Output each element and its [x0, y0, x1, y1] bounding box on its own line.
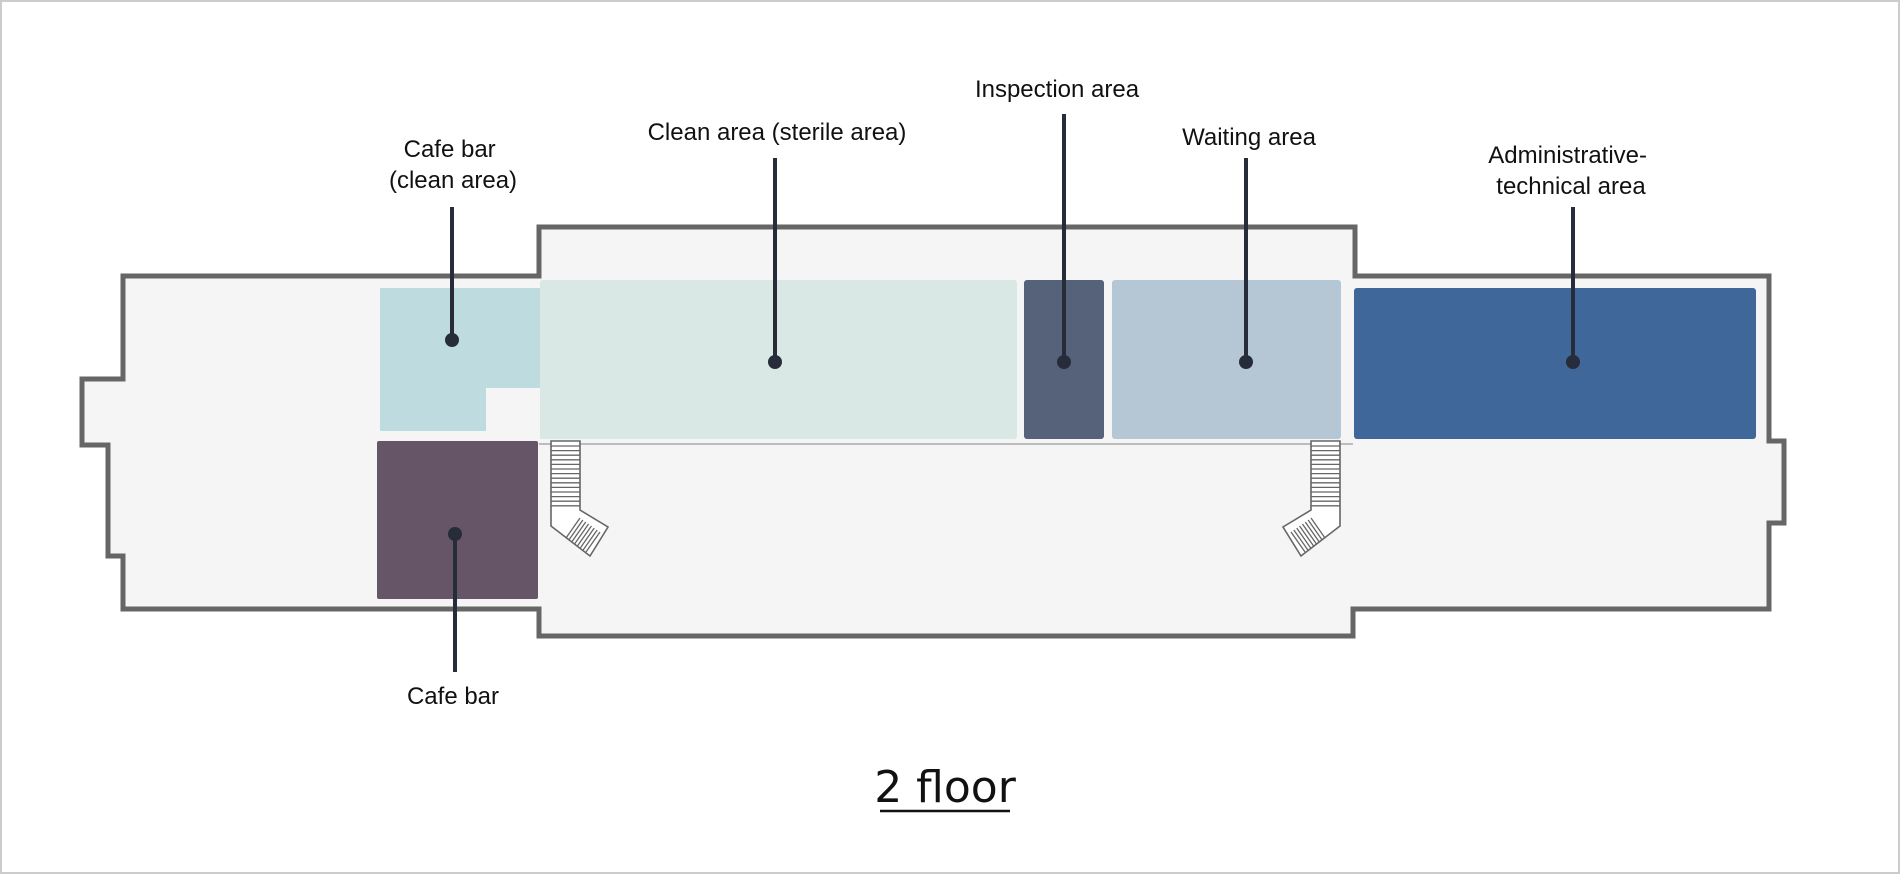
label-cafe-bar-clean: Cafe bar (clean area): [389, 136, 517, 194]
zone-cafe-bar-clean[interactable]: [380, 288, 550, 431]
zone-admin-technical-area[interactable]: [1354, 288, 1756, 439]
stair-tread: [1296, 527, 1312, 549]
stair-tread: [576, 525, 592, 547]
zone-waiting-area[interactable]: [1112, 280, 1341, 439]
zone-clean-notch: [540, 388, 578, 439]
leader-cafe-bar: [448, 527, 462, 672]
staircase-right: [1281, 440, 1341, 558]
label-clean-area: Clean area (sterile area): [648, 119, 907, 146]
stair-tread: [1304, 521, 1320, 543]
label-admin-technical-area-line-2: technical area: [1496, 173, 1646, 200]
stair-tread: [574, 523, 590, 545]
stair-tread: [582, 529, 598, 551]
stair-tread: [1290, 531, 1306, 553]
label-waiting-area-line-1: Waiting area: [1182, 124, 1316, 151]
stair-tread: [1307, 519, 1323, 541]
leader-waiting-area: [1239, 158, 1253, 369]
leader-cafe-bar-clean: [445, 207, 459, 347]
staircase-left: [550, 440, 610, 558]
label-cafe-bar-line-1: Cafe bar: [407, 683, 499, 710]
plan-title: 2 floor: [874, 762, 1017, 813]
stair-tread: [565, 517, 581, 539]
zone-cafe-bar[interactable]: [377, 441, 538, 599]
label-inspection-area-line-1: Inspection area: [975, 76, 1140, 103]
label-clean-area-line-1: Clean area (sterile area): [648, 119, 907, 146]
leader-inspection-area: [1057, 114, 1071, 369]
label-cafe-bar-clean-line-2: (clean area): [389, 167, 517, 194]
stair-tread: [579, 527, 595, 549]
stair-tread: [585, 531, 601, 553]
label-admin-technical-area-line-1: Administrative-: [1488, 142, 1647, 169]
leader-admin-technical-area: [1566, 207, 1580, 369]
label-inspection-area: Inspection area: [975, 76, 1140, 103]
stair-tread: [568, 519, 584, 541]
label-waiting-area: Waiting area: [1182, 124, 1316, 151]
label-cafe-bar-clean-line-1: Cafe bar: [404, 136, 496, 163]
stair-tread: [1301, 523, 1317, 545]
label-admin-technical-area: Administrative- technical area: [1488, 142, 1653, 200]
label-cafe-bar: Cafe bar: [407, 683, 499, 710]
stair-tread: [1293, 529, 1309, 551]
stair-tread: [1299, 525, 1315, 547]
stair-tread: [1310, 517, 1326, 539]
stair-tread: [571, 521, 587, 543]
leader-clean-area: [768, 158, 782, 369]
